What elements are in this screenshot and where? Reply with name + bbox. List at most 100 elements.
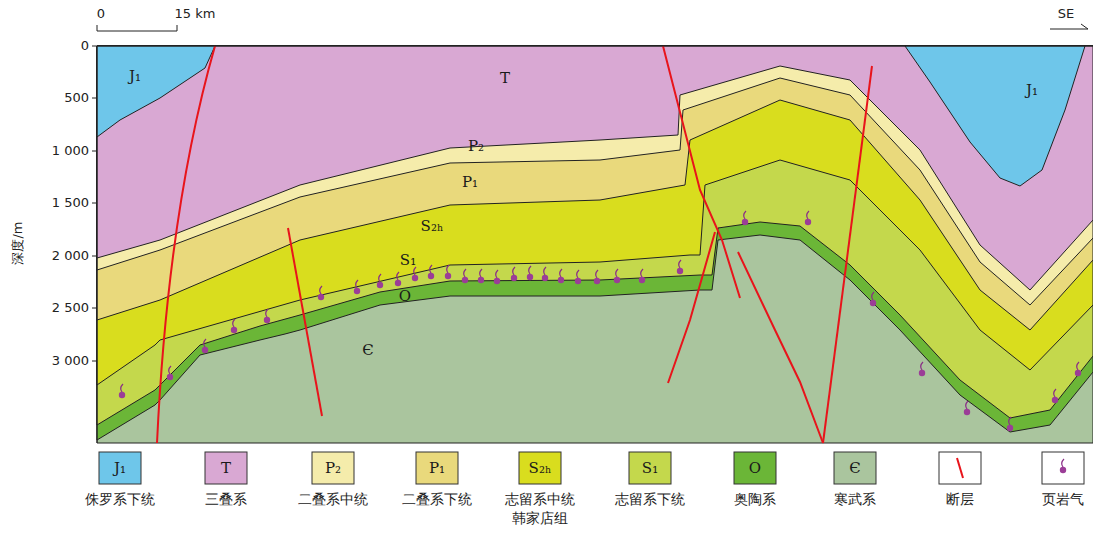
gas-symbol: [318, 294, 324, 300]
strata-layer: [97, 46, 215, 137]
depth-value: 500: [64, 90, 89, 106]
gas-symbol: [428, 273, 434, 279]
gas-symbol: [1007, 425, 1013, 431]
gas-symbol: [167, 374, 173, 380]
gas-symbol: [1060, 467, 1066, 473]
fault-line: [668, 232, 715, 383]
axis-tick: [92, 203, 97, 204]
gas-symbol: [679, 260, 681, 268]
fault-line: [663, 46, 740, 298]
direction-arrow: [1081, 24, 1088, 29]
gas-symbol: [1077, 362, 1079, 370]
legend-text: 断层: [918, 490, 1002, 509]
legend-symbol: Є: [849, 459, 860, 477]
fault-line: [823, 66, 872, 443]
gas-symbol: [805, 219, 811, 225]
legend-text: 页岩气: [1021, 490, 1093, 509]
gas-symbol: [542, 275, 548, 281]
formation-label: J₁: [129, 67, 141, 85]
gas-symbol: [231, 327, 237, 333]
scale-bar: [177, 25, 178, 31]
gas-symbol: [356, 280, 358, 288]
legend-text: 奥陶系: [713, 490, 797, 509]
scale-bar: [97, 31, 177, 32]
gas-symbol: [494, 278, 500, 284]
scale-label: 0: [97, 6, 105, 22]
legend-text: 志留系下统: [608, 490, 692, 509]
legend-swatch: [734, 452, 776, 484]
gas-symbol: [395, 280, 401, 286]
gas-symbol: [964, 409, 970, 415]
scale-label: 15 km: [175, 6, 216, 22]
gas-symbol: [169, 366, 171, 374]
direction-arrow: [1050, 29, 1088, 30]
direction-label: SE: [1058, 6, 1074, 22]
gas-symbol: [119, 392, 125, 398]
depth-value: 1 500: [52, 195, 89, 211]
formation-label: T: [500, 69, 510, 87]
legend-swatch: [629, 452, 671, 484]
gas-symbol: [513, 267, 515, 275]
axis-tick: [92, 361, 97, 362]
strata-layer: [97, 46, 1093, 440]
gas-symbol: [354, 288, 360, 294]
gas-symbol: [639, 277, 645, 283]
legend-symbol: J₁: [114, 459, 126, 477]
gas-symbol: [1062, 459, 1064, 467]
formation-label: Є: [362, 341, 373, 359]
legend-swatch: [312, 452, 354, 484]
gas-symbol: [575, 278, 581, 284]
axis-tick: [92, 98, 97, 99]
formation-label: O: [399, 287, 411, 305]
gas-symbol: [677, 268, 683, 274]
legend-swatch: [416, 452, 458, 484]
strata-layer: [97, 46, 1093, 305]
gas-symbol: [919, 370, 925, 376]
gas-symbol: [744, 211, 746, 219]
gas-symbol: [204, 339, 206, 347]
gas-symbol: [921, 362, 923, 370]
axis-tick: [92, 46, 97, 47]
gas-symbol: [596, 270, 598, 278]
formation-label: J₁: [1026, 81, 1038, 99]
gas-symbol: [872, 292, 874, 300]
legend-swatch: [99, 452, 141, 484]
gas-symbol: [447, 265, 449, 273]
strata-layer: [97, 46, 1093, 385]
formation-label: S₁: [400, 251, 416, 269]
gas-symbol: [264, 317, 270, 323]
gas-symbol: [560, 269, 562, 277]
gas-symbol: [379, 274, 381, 282]
legend-swatch: [939, 452, 981, 484]
gas-symbol: [1009, 417, 1011, 425]
gas-symbol: [202, 347, 208, 353]
legend-text: 二叠系下统: [395, 490, 479, 509]
gas-symbol: [614, 277, 620, 283]
fault-line: [288, 228, 322, 416]
gas-symbol: [445, 273, 451, 279]
depth-value: 2 500: [52, 300, 89, 316]
legend-symbol: O: [749, 459, 761, 477]
gas-symbol: [121, 384, 123, 392]
gas-symbol: [377, 282, 383, 288]
strata-layer: [905, 46, 1085, 186]
axis-tick: [92, 256, 97, 257]
gas-symbol: [742, 219, 748, 225]
legend-swatch: [1042, 452, 1084, 484]
legend-swatch: [205, 452, 247, 484]
gas-symbol: [233, 319, 235, 327]
gas-symbol: [320, 286, 322, 294]
gas-symbol: [1075, 370, 1081, 376]
gas-symbol: [544, 267, 546, 275]
gas-symbol: [397, 272, 399, 280]
axis-title: 深度/m: [10, 221, 26, 264]
gas-symbol: [462, 277, 468, 283]
gas-symbol: [558, 277, 564, 283]
scale-bar: [97, 25, 98, 31]
strata-layer: [97, 46, 1093, 443]
gas-symbol: [870, 300, 876, 306]
legend-symbol: P₂: [325, 459, 341, 477]
depth-value: 2 000: [52, 248, 89, 264]
legend-text: 侏罗系下统: [78, 490, 162, 509]
legend-symbol: S₁: [642, 459, 658, 477]
